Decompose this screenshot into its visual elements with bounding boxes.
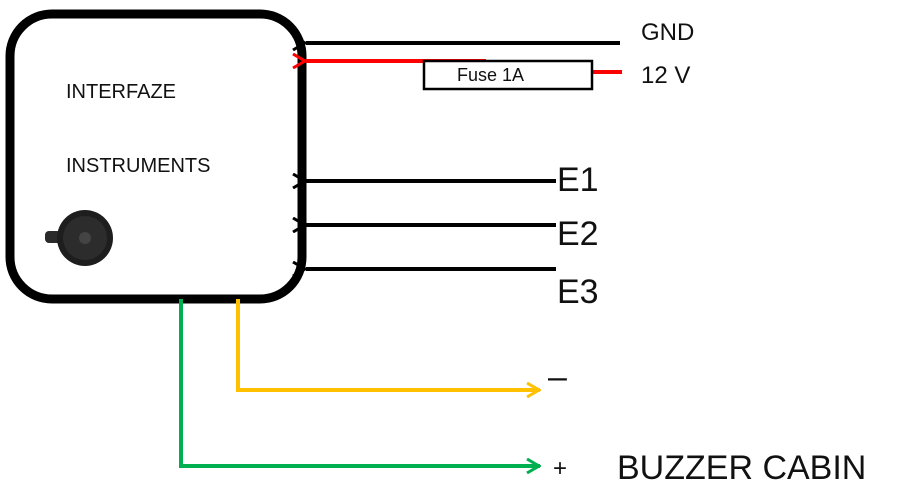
device-label-line1: INTERFAZE: [66, 81, 177, 103]
v12-label: 12 V: [641, 62, 691, 89]
e2-label: E2: [557, 215, 599, 253]
device-label-line2: INSTRUMENTS: [66, 155, 211, 177]
buzzer-name-label: BUZZER CABIN: [617, 449, 867, 487]
minus-label: –: [548, 358, 567, 396]
minus-wire: [236, 299, 540, 390]
plus-wire: [179, 299, 540, 466]
fuse-label: Fuse 1A: [457, 65, 525, 85]
buzzer-icon: [45, 210, 113, 266]
fuse-box: [422, 59, 594, 91]
plus-label: +: [553, 455, 568, 482]
e3-label: E3: [557, 273, 599, 311]
gnd-label: GND: [641, 19, 695, 46]
e1-label: E1: [557, 161, 599, 199]
